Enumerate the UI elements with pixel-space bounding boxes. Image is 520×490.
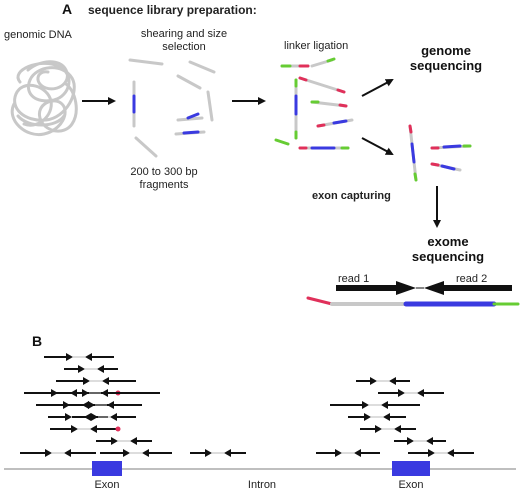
shearing-label-line1: shearing and size	[141, 28, 227, 40]
exon-capturing-label: exon capturing	[312, 190, 391, 202]
read-pair	[360, 425, 416, 433]
read-arrow	[60, 401, 95, 409]
read-pair	[60, 401, 142, 409]
process-arrows	[82, 79, 441, 228]
genome-sequencing-label-line1: genome	[421, 43, 471, 58]
exon-label-right: Exon	[398, 479, 423, 490]
shearing-label-line2: selection	[162, 41, 205, 53]
read-pair	[378, 389, 444, 397]
exome-sequencing-label-line2: sequencing	[412, 249, 484, 264]
fragments-label-line1: 200 to 300 bp	[130, 166, 197, 178]
sequenced-fragment	[306, 296, 520, 307]
read-arrow	[381, 401, 420, 409]
read-pair	[190, 449, 246, 457]
read-arrow	[64, 449, 96, 457]
arrow-capture	[361, 137, 394, 155]
read-arrow	[383, 413, 406, 421]
aligned-read-pairs	[20, 353, 474, 457]
exon-block-left	[92, 461, 122, 476]
read-arrow	[56, 377, 90, 385]
panel-a-title: sequence library preparation:	[88, 3, 257, 17]
read-arrow	[64, 365, 85, 373]
read-pair	[330, 401, 420, 409]
arrow-genome	[361, 79, 394, 97]
read-arrow	[142, 449, 172, 457]
fragment-exon	[186, 112, 200, 120]
read-pair	[408, 449, 474, 457]
exome-sequencing-label-line1: exome	[427, 234, 468, 249]
read-arrow	[348, 413, 371, 421]
sheared-fragments	[128, 58, 216, 158]
read-arrow	[394, 437, 414, 445]
read-pair	[348, 413, 406, 421]
intron-label: Intron	[248, 479, 276, 490]
read-arrow	[394, 425, 416, 433]
read-pair	[44, 353, 114, 361]
read-arrow	[356, 377, 377, 385]
read-pair	[100, 449, 172, 457]
read-arrow	[110, 413, 136, 421]
exon-block-right	[392, 461, 430, 476]
read-pair	[96, 437, 152, 445]
read-arrow	[330, 401, 369, 409]
read-pair	[356, 377, 410, 385]
read-arrow	[102, 377, 136, 385]
fragment	[206, 90, 214, 122]
read-arrow	[316, 449, 342, 457]
read-arrow	[107, 401, 142, 409]
read-arrow	[90, 425, 118, 433]
read-arrow	[224, 449, 246, 457]
read-pair	[72, 413, 136, 421]
read-arrow	[96, 437, 118, 445]
captured-fragments	[408, 124, 472, 182]
read-arrow	[417, 389, 444, 397]
read-arrow	[130, 437, 152, 445]
read-arrow	[20, 449, 52, 457]
variant-dot	[115, 426, 121, 432]
genomic-dna-label: genomic DNA	[4, 29, 73, 41]
read-arrow	[72, 413, 98, 421]
genome-sequencing-label-line2: sequencing	[410, 58, 482, 73]
read-arrow	[48, 413, 72, 421]
fragments-label-line2: fragments	[140, 179, 189, 191]
fragment-exon	[182, 130, 200, 135]
panel-b-letter: B	[32, 333, 42, 349]
read-arrow	[408, 449, 435, 457]
read-pair	[50, 425, 121, 433]
ligated-fragments	[274, 57, 354, 150]
exon-label-left: Exon	[94, 479, 119, 490]
read-arrow	[190, 449, 212, 457]
read-arrow	[426, 437, 446, 445]
read-pair	[20, 449, 96, 457]
read-arrow	[30, 389, 89, 397]
read-arrow	[85, 353, 114, 361]
read-arrow	[50, 425, 78, 433]
read-pair	[64, 365, 118, 373]
read2-label: read 2	[456, 273, 487, 285]
read-pair	[336, 281, 512, 295]
fragment	[128, 58, 164, 66]
read-pair	[56, 377, 136, 385]
read-arrow	[97, 365, 118, 373]
read-pair	[316, 449, 380, 457]
read1-label: read 1	[338, 273, 369, 285]
read-arrow	[100, 449, 130, 457]
read-arrow	[447, 449, 474, 457]
panel-a-letter: A	[62, 1, 72, 17]
fragment	[176, 116, 204, 122]
fragment	[176, 74, 202, 90]
read-arrow	[44, 353, 73, 361]
fragment	[188, 60, 216, 74]
read-arrow	[101, 389, 160, 397]
read-arrow	[389, 377, 410, 385]
read-arrow	[354, 449, 380, 457]
read-arrow	[378, 389, 405, 397]
read-pair	[394, 437, 446, 445]
read-arrow	[360, 425, 382, 433]
fragment	[134, 136, 158, 158]
genomic-dna-tangle	[10, 60, 78, 137]
linker-ligation-label: linker ligation	[284, 40, 348, 52]
read-pair	[30, 389, 160, 397]
